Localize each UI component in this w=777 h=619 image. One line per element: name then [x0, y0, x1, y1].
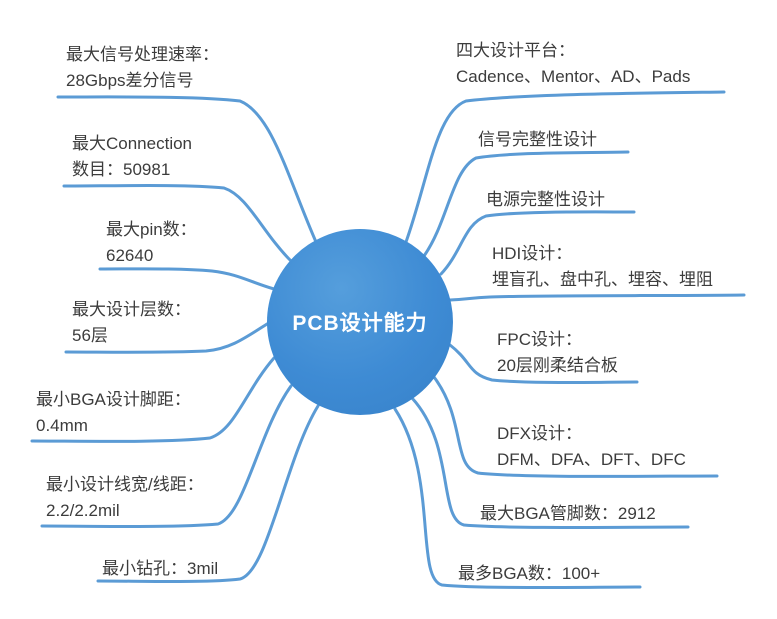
branch-line-left-5 — [30, 356, 276, 443]
branch-label-line: 最大Connection — [72, 134, 193, 153]
branch-label-power-integrity: 电源完整性设计 — [486, 187, 605, 213]
branch-label-max-signal-rate: 最大信号处理速率： 28Gbps差分信号 — [66, 42, 219, 94]
branch-label-min-drill: 最小钻孔：3mil — [102, 556, 218, 582]
branch-label-signal-integrity: 信号完整性设计 — [478, 127, 597, 153]
branch-line-left-7 — [96, 404, 320, 583]
branch-label-line: 最小BGA设计脚距： — [36, 390, 191, 409]
branch-label-hdi-design: HDI设计： 埋盲孔、盘中孔、埋容、埋阻 — [492, 241, 713, 293]
branch-label-line: 56层 — [72, 326, 108, 345]
branch-label-min-bga-pitch: 最小BGA设计脚距： 0.4mm — [36, 387, 191, 439]
branch-label-line: 四大设计平台： — [456, 41, 575, 60]
branch-label-max-pins: 最大pin数： 62640 — [106, 217, 197, 269]
central-topic-node: PCB设计能力 — [267, 229, 453, 415]
branch-label-max-connections: 最大Connection 数目：50981 — [72, 131, 192, 183]
branch-line-right-6 — [432, 375, 719, 478]
branch-label-line: DFM、DFA、DFT、DFC — [497, 450, 686, 469]
branch-label-line: 数目：50981 — [72, 160, 171, 179]
branch-label-line: 埋盲孔、盘中孔、埋容、埋阻 — [492, 270, 713, 289]
branch-label-max-bga-count: 最多BGA数：100+ — [458, 561, 600, 587]
branch-label-line: 最大信号处理速率： — [66, 45, 219, 64]
branch-label-line: DFX设计： — [497, 424, 582, 443]
branch-line-left-1 — [56, 95, 318, 244]
branch-label-line: 电源完整性设计 — [486, 190, 605, 209]
branch-label-line: 62640 — [106, 246, 154, 265]
branch-line-right-8 — [393, 407, 642, 589]
branch-label-line: 最多BGA数：100+ — [458, 564, 601, 583]
branch-label-line: 28Gbps差分信号 — [66, 71, 194, 90]
branch-line-left-6 — [40, 384, 293, 528]
branch-label-line: 2.2/2.2mil — [46, 501, 120, 520]
branch-label-max-layers: 最大设计层数： 56层 — [72, 297, 191, 349]
central-topic-label: PCB设计能力 — [292, 312, 428, 335]
branch-label-max-bga-pins: 最大BGA管脚数：2912 — [480, 501, 656, 527]
branch-label-line: 最大pin数： — [106, 220, 197, 239]
branch-line-left-4 — [64, 322, 269, 354]
branch-label-min-trace-width-spacing: 最小设计线宽/线距： 2.2/2.2mil — [46, 472, 204, 524]
branch-label-line: 最小钻孔：3mil — [102, 559, 219, 578]
branch-label-line: 最小设计线宽/线距： — [46, 475, 204, 494]
branch-label-line: 20层刚柔结合板 — [497, 356, 618, 375]
branch-line-right-7 — [410, 396, 690, 529]
branch-line-left-2 — [62, 184, 293, 263]
branch-line-right-5 — [448, 343, 639, 384]
branch-label-design-platforms: 四大设计平台： Cadence、Mentor、AD、Pads — [456, 38, 690, 90]
branch-label-line: 信号完整性设计 — [478, 130, 597, 149]
branch-label-line: 0.4mm — [36, 416, 88, 435]
branch-label-line: 最大BGA管脚数：2912 — [480, 504, 656, 523]
branch-line-right-2 — [422, 150, 630, 258]
branch-label-line: FPC设计： — [497, 330, 582, 349]
branch-label-dfx-design: DFX设计： DFM、DFA、DFT、DFC — [497, 421, 686, 473]
branch-label-line: Cadence、Mentor、AD、Pads — [456, 67, 691, 86]
branch-line-right-3 — [439, 210, 636, 276]
branch-label-line: 最大设计层数： — [72, 300, 191, 319]
branch-line-left-3 — [98, 267, 276, 291]
branch-label-line: HDI设计： — [492, 244, 573, 263]
branch-line-right-1 — [404, 90, 726, 244]
branch-line-right-4 — [448, 293, 746, 302]
branch-label-fpc-design: FPC设计： 20层刚柔结合板 — [497, 327, 618, 379]
